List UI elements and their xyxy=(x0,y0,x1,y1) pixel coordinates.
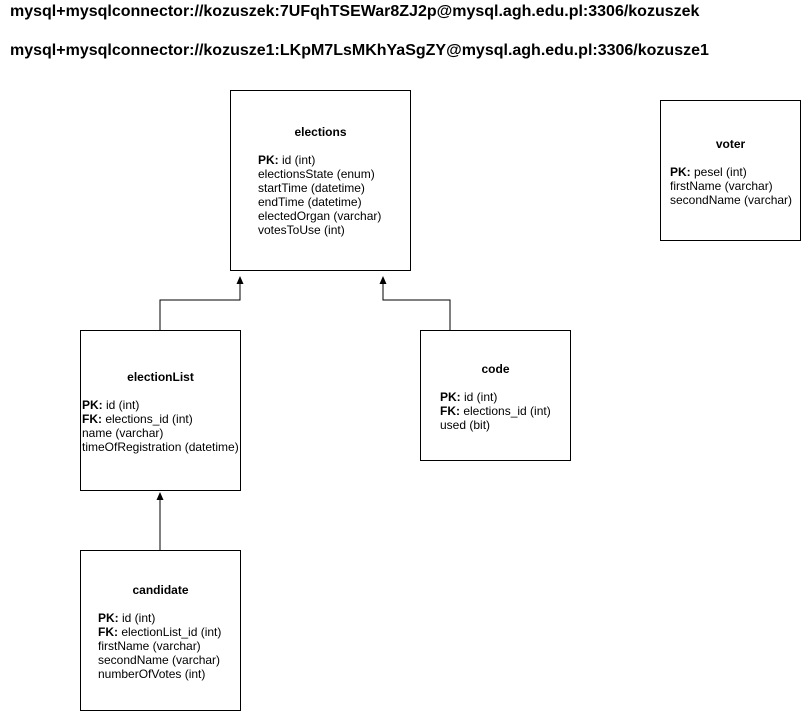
entity-field: firstName (varchar) xyxy=(670,179,792,193)
entity-title: electionList xyxy=(127,370,194,384)
entity-field: secondName (varchar) xyxy=(670,193,792,207)
entity-field: PK: id (int) xyxy=(98,611,221,625)
entity-field: startTime (datetime) xyxy=(258,181,381,195)
field-key: FK: xyxy=(82,412,102,426)
entity-field: FK: electionList_id (int) xyxy=(98,625,221,639)
entity-field: secondName (varchar) xyxy=(98,653,221,667)
entity-title: candidate xyxy=(132,583,189,597)
field-text: secondName (varchar) xyxy=(670,193,793,207)
field-text: id (int) xyxy=(102,398,140,412)
field-key: PK: xyxy=(440,390,461,404)
field-key: PK: xyxy=(82,398,103,412)
entity-code[interactable]: code PK: id (int)FK: elections_id (int)u… xyxy=(420,330,571,461)
arrowhead-electionList-elections xyxy=(236,276,244,284)
entity-field: FK: elections_id (int) xyxy=(440,404,551,418)
field-text: elections_id (int) xyxy=(460,404,551,418)
field-key: PK: xyxy=(98,611,119,625)
entity-field: PK: id (int) xyxy=(258,153,381,167)
field-text: id (int) xyxy=(460,390,498,404)
connection-string-2: mysql+mysqlconnector://kozusze1:LKpM7LsM… xyxy=(10,42,709,59)
entity-fields: PK: id (int)FK: elections_id (int)used (… xyxy=(440,390,551,432)
field-key: PK: xyxy=(670,165,691,179)
entity-title: voter xyxy=(715,137,746,151)
entity-title: elections xyxy=(294,125,347,139)
entity-field: timeOfRegistration (datetime) xyxy=(82,440,239,454)
field-text: id (int) xyxy=(118,611,156,625)
field-text: electionList_id (int) xyxy=(118,625,222,639)
entity-field: endTime (datetime) xyxy=(258,195,381,209)
field-text: firstName (varchar) xyxy=(670,179,773,193)
entity-title: code xyxy=(481,362,510,376)
field-text: votesToUse (int) xyxy=(258,223,345,237)
entity-field: FK: elections_id (int) xyxy=(82,412,239,426)
entity-field: firstName (varchar) xyxy=(98,639,221,653)
entity-fields: PK: id (int)electionsState (enum)startTi… xyxy=(258,153,381,237)
field-text: electionsState (enum) xyxy=(258,167,375,181)
entity-field: PK: id (int) xyxy=(440,390,551,404)
field-text: secondName (varchar) xyxy=(98,653,221,667)
field-text: startTime (datetime) xyxy=(258,181,365,195)
entity-field: electionsState (enum) xyxy=(258,167,381,181)
arrowhead-candidate-electionList xyxy=(156,492,164,500)
field-text: endTime (datetime) xyxy=(258,195,362,209)
field-text: id (int) xyxy=(278,153,316,167)
edge-electionList-elections xyxy=(159,284,241,330)
entity-field: PK: id (int) xyxy=(82,398,239,412)
entity-fields: PK: id (int)FK: electionList_id (int)fir… xyxy=(98,611,221,681)
entity-field: used (bit) xyxy=(440,418,551,432)
field-text: timeOfRegistration (datetime) xyxy=(82,440,239,454)
arrowhead-code-elections xyxy=(379,276,387,284)
entity-field: votesToUse (int) xyxy=(258,223,381,237)
connection-string-1: mysql+mysqlconnector://kozuszek:7UFqhTSE… xyxy=(10,3,700,20)
entity-fields: PK: id (int)FK: elections_id (int)name (… xyxy=(82,398,239,454)
entity-electionList[interactable]: electionList PK: id (int)FK: elections_i… xyxy=(80,330,241,491)
field-text: numberOfVotes (int) xyxy=(98,667,206,681)
entity-voter[interactable]: voter PK: pesel (int)firstName (varchar)… xyxy=(660,100,801,241)
entity-field: electedOrgan (varchar) xyxy=(258,209,381,223)
entity-fields: PK: pesel (int)firstName (varchar)second… xyxy=(670,165,792,207)
field-key: FK: xyxy=(440,404,460,418)
entity-elections[interactable]: elections PK: id (int)electionsState (en… xyxy=(230,90,411,271)
entity-field: PK: pesel (int) xyxy=(670,165,792,179)
field-text: pesel (int) xyxy=(690,165,747,179)
edge-code-elections xyxy=(382,284,451,330)
field-key: FK: xyxy=(98,625,118,639)
entity-field: name (varchar) xyxy=(82,426,239,440)
field-text: used (bit) xyxy=(440,418,491,432)
entity-field: numberOfVotes (int) xyxy=(98,667,221,681)
field-text: firstName (varchar) xyxy=(98,639,201,653)
field-key: PK: xyxy=(258,153,279,167)
field-text: elections_id (int) xyxy=(102,412,193,426)
field-text: name (varchar) xyxy=(82,426,164,440)
entity-candidate[interactable]: candidate PK: id (int)FK: electionList_i… xyxy=(80,550,241,711)
field-text: electedOrgan (varchar) xyxy=(258,209,382,223)
